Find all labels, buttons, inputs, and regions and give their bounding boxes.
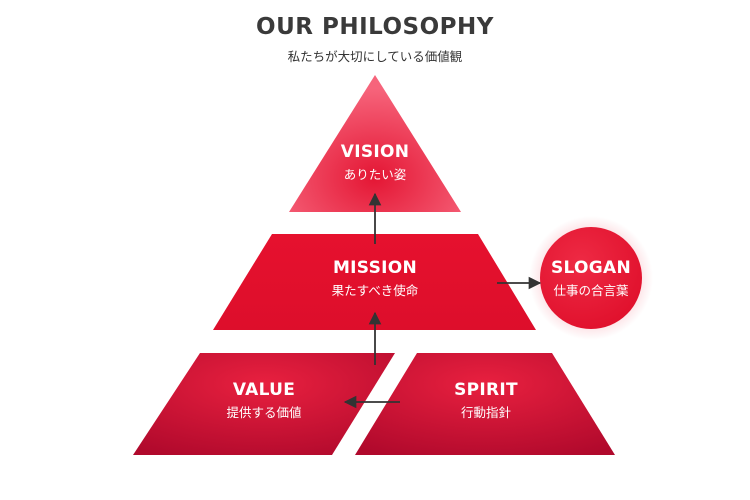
spirit-title: SPIRIT — [454, 380, 518, 400]
mission-subtitle: 果たすべき使命 — [331, 283, 419, 299]
spirit-subtitle: 行動指針 — [460, 405, 511, 421]
value-tier — [133, 353, 395, 455]
mission-tier — [213, 234, 536, 330]
slogan-title: SLOGAN — [550, 258, 632, 278]
slogan-label: SLOGAN 仕事の合言葉 — [511, 258, 671, 299]
vision-title: VISION — [340, 142, 410, 162]
page-subtitle: 私たちが大切にしている価値観 — [287, 49, 463, 64]
vision-subtitle: ありたい姿 — [343, 167, 407, 183]
value-title: VALUE — [232, 380, 296, 400]
mission-title: MISSION — [332, 258, 418, 278]
value-subtitle: 提供する価値 — [226, 405, 302, 421]
page-title: OUR PHILOSOPHY — [256, 14, 494, 40]
slogan-subtitle: 仕事の合言葉 — [553, 283, 629, 299]
spirit-label: SPIRIT 行動指針 — [406, 380, 566, 421]
slogan-circle — [540, 227, 642, 329]
vision-tier — [289, 75, 461, 212]
value-label: VALUE 提供する価値 — [184, 380, 344, 421]
spirit-tier — [355, 353, 615, 455]
mission-label: MISSION 果たすべき使命 — [295, 258, 455, 299]
vision-label: VISION ありたい姿 — [295, 142, 455, 183]
